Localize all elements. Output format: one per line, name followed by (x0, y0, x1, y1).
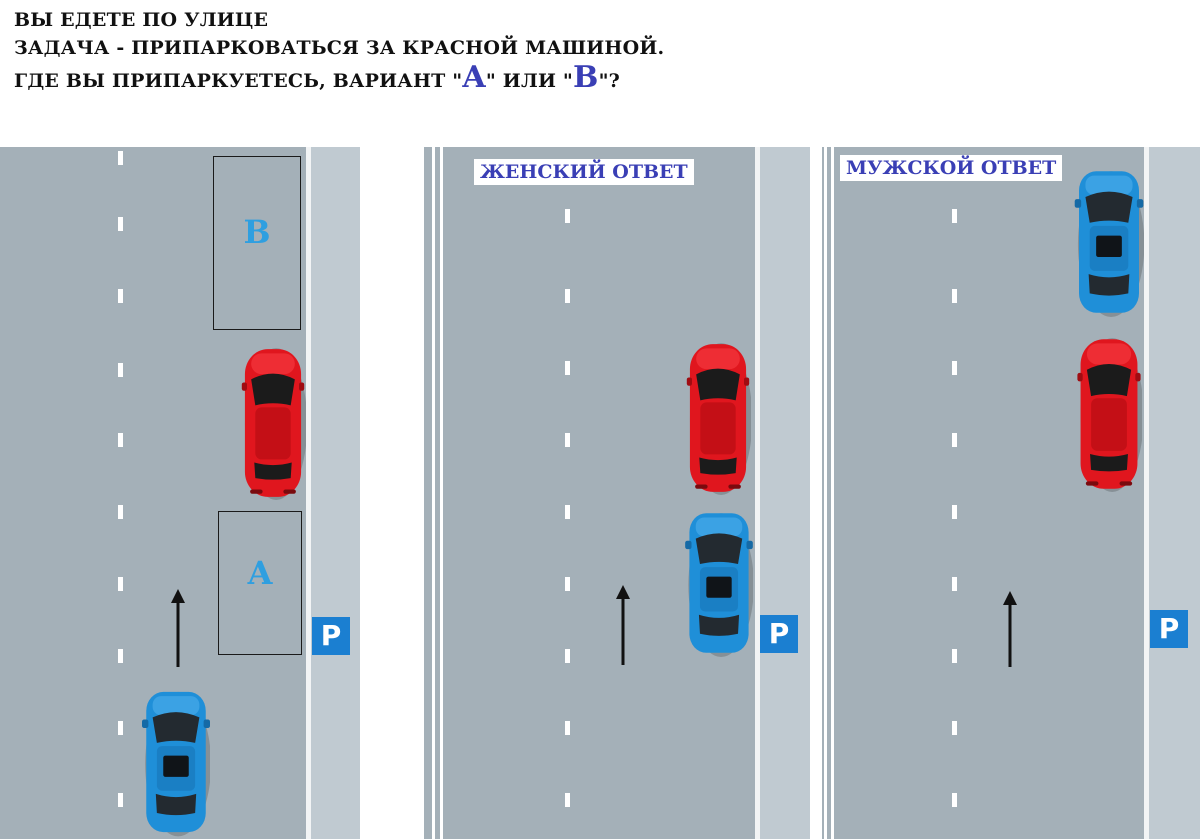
blue-car (685, 509, 753, 657)
header-line-3-middle: " ИЛИ " (485, 70, 574, 92)
lane-dash (952, 721, 957, 735)
curb (306, 147, 311, 839)
lane-dash (565, 433, 570, 447)
lane-dash (118, 217, 123, 231)
lane-dash (952, 361, 957, 375)
lane-dash (118, 363, 123, 377)
lane-dash (565, 577, 570, 591)
lane-dash (952, 209, 957, 223)
parking-slot-a[interactable]: A (218, 511, 302, 655)
parking-sign-icon: P (760, 615, 798, 653)
parking-slot-b[interactable]: B (213, 156, 301, 330)
option-a-label: A (462, 60, 486, 95)
sidewalk (1149, 147, 1200, 839)
lane-dash (118, 577, 123, 591)
lane-dash (952, 577, 957, 591)
lane-dash (118, 289, 123, 303)
lane-dash (565, 649, 570, 663)
road-edge-line (440, 147, 443, 839)
blue-car (1074, 167, 1144, 317)
lane-dash (118, 721, 123, 735)
red-car (1076, 335, 1142, 493)
lane-dash (565, 505, 570, 519)
header-line-3: ГДЕ ВЫ ПРИПАРКУЕТЕСЬ, ВАРИАНТ "A" ИЛИ "B… (14, 60, 664, 99)
lane-dash (118, 151, 123, 165)
blue-car (142, 687, 210, 837)
parking-sign-icon: P (1150, 610, 1188, 648)
panel-task: B A P (0, 147, 360, 839)
lane-dash (952, 289, 957, 303)
header-line-1: ВЫ ЕДЕТЕ ПО УЛИЦЕ (14, 9, 269, 31)
road-edge-line (432, 147, 435, 839)
road (424, 147, 755, 839)
lane-dash (118, 793, 123, 807)
parking-sign-icon: P (312, 617, 350, 655)
header-line-3-prefix: ГДЕ ВЫ ПРИПАРКУЕТЕСЬ, ВАРИАНТ " (14, 70, 463, 92)
up-arrow-icon (616, 585, 630, 665)
up-arrow-icon (1003, 591, 1017, 667)
slot-a-label: A (247, 554, 273, 592)
sidewalk (311, 147, 360, 839)
lane-dash (952, 505, 957, 519)
road-edge-line (831, 147, 834, 839)
slot-b-label: B (243, 213, 271, 251)
task-header: ВЫ ЕДЕТЕ ПО УЛИЦЕ ЗАДАЧА - ПРИПАРКОВАТЬС… (14, 6, 664, 99)
lane-dash (565, 209, 570, 223)
red-car (685, 340, 751, 496)
option-b-label: B (573, 60, 599, 95)
sidewalk (760, 147, 810, 839)
lane-dash (565, 289, 570, 303)
road-edge-line (824, 147, 827, 839)
up-arrow-icon (171, 589, 185, 667)
lane-dash (565, 361, 570, 375)
lane-dash (118, 505, 123, 519)
lane-dash (952, 793, 957, 807)
red-car (240, 345, 306, 501)
lane-dash (952, 433, 957, 447)
panel-womens-answer: ЖЕНСКИЙ ОТВЕТ P (424, 147, 810, 839)
panel-mens-answer: МУЖСКОЙ ОТВЕТ P (822, 147, 1200, 839)
lane-dash (118, 649, 123, 663)
header-line-2: ЗАДАЧА - ПРИПАРКОВАТЬСЯ ЗА КРАСНОЙ МАШИН… (14, 37, 665, 59)
lane-dash (565, 721, 570, 735)
womens-answer-label: ЖЕНСКИЙ ОТВЕТ (474, 159, 694, 185)
curb (755, 147, 760, 839)
lane-dash (565, 793, 570, 807)
mens-answer-label: МУЖСКОЙ ОТВЕТ (840, 155, 1063, 181)
header-line-3-suffix: "? (598, 70, 621, 92)
lane-dash (952, 649, 957, 663)
lane-dash (118, 433, 123, 447)
curb (1144, 147, 1149, 839)
